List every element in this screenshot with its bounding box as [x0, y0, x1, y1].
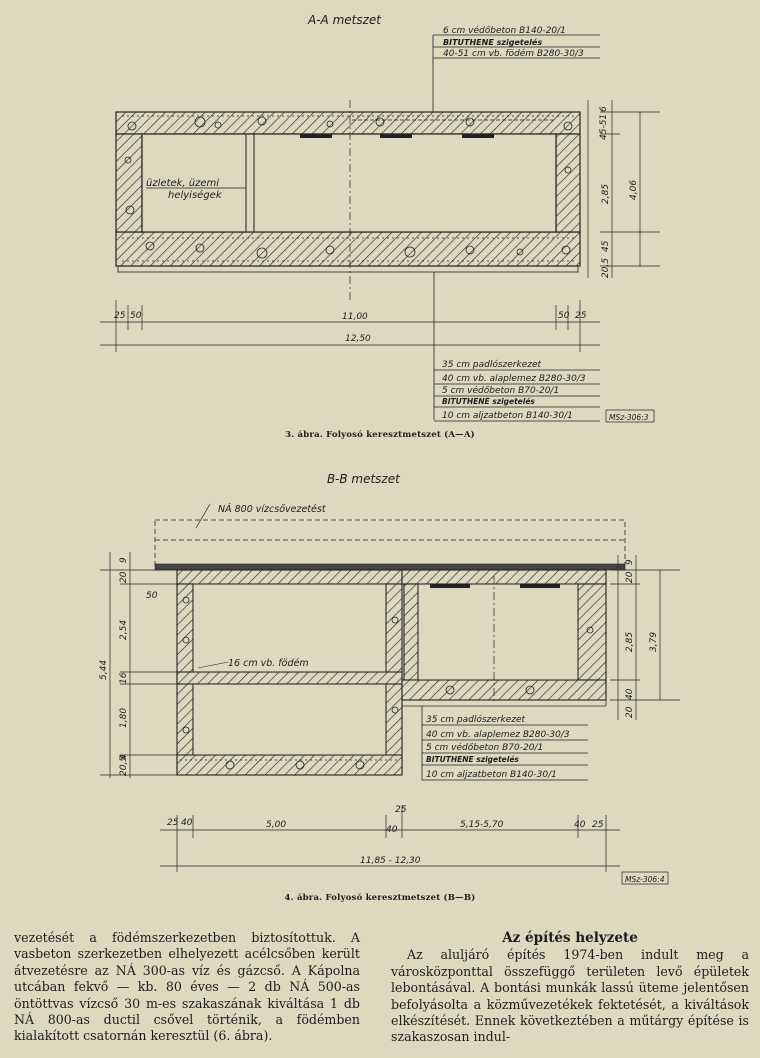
fig3-top-layer-1: 6 cm védőbeton B140-20/1: [443, 25, 566, 36]
figure-3-section-aa: A-A metszet 6 cm védőbeton B140-20/1 BIT…: [100, 13, 660, 423]
fig4-dim-right-6: 40: [625, 688, 635, 700]
fig4-bottom-layer-4: BITUTHENE szigetelés: [426, 755, 519, 764]
fig4-bottom-layer-5: 10 cm aljzatbeton B140-30/1: [426, 770, 557, 780]
fig4-dim-right-3: 2,85: [625, 632, 635, 652]
fig3-dim-small-right2: 25: [575, 311, 587, 321]
fig4-dim-right-2: 9: [625, 559, 635, 565]
fig4-bottom-layer-2: 40 cm vb. alaplemez B280-30/3: [426, 730, 570, 740]
fig3-left-wall: [115, 133, 143, 233]
technical-drawing: A-A metszet 6 cm védőbeton B140-20/1 BIT…: [99, 13, 680, 885]
fig4-dim-left-3: 50: [146, 591, 158, 601]
fig3-bottom-layer-4: BITUTHENE szigetelés: [442, 397, 535, 406]
fig4-dim-right-4: 3,79: [649, 632, 659, 652]
fig4-dim-left-8: 20,5: [119, 756, 129, 776]
fig4-dim-left-6: 5,44: [99, 660, 109, 680]
fig3-top-slab: [115, 111, 581, 135]
section-heading: Az építés helyzete: [502, 930, 638, 946]
fig4-bottom-layer-3: 5 cm védőbeton B70-20/1: [426, 742, 543, 753]
fig4-dim-left-2: 9: [119, 557, 129, 563]
fig3-dim-total: 12,50: [345, 334, 371, 344]
fig4-dim-left-7: 1,80: [119, 708, 129, 728]
fig4-dim-bottom-4: 40: [386, 825, 398, 835]
fig3-stamp: MSz-306:3: [609, 413, 649, 422]
fig3-dim-small-left2: 50: [130, 311, 142, 321]
figure-4-section-bb: B-B metszet NÁ 800 vízcsővezetést 16 cm …: [99, 472, 680, 885]
figure-3-caption: 3. ábra. Folyosó keresztmetszet (A—A): [285, 430, 475, 440]
right-column: Az építés helyzete Az aluljáró építés 19…: [391, 930, 749, 1046]
figure-4-caption: 4. ábra. Folyosó keresztmetszet (B—B): [284, 893, 476, 903]
fig4-title: B-B metszet: [327, 472, 401, 486]
fig4-dim-bottom-3: 5,00: [266, 820, 286, 830]
fig4-slab-label: 16 cm vb. födém: [228, 658, 309, 669]
fig3-top-layer-3: 40-51 cm vb. födém B280-30/3: [443, 48, 584, 59]
fig4-dim-left-1: 20: [119, 571, 129, 583]
fig3-top-layer-2: BITUTHENE szigetelés: [443, 37, 542, 47]
fig3-bottom-layer-1: 35 cm padlószerkezet: [442, 359, 541, 370]
fig3-dim-inner: 11,00: [342, 312, 368, 322]
fig4-stamp: MSz-306:4: [625, 875, 665, 884]
fig3-bottom-layer-3: 5 cm védőbeton B70-20/1: [442, 385, 559, 396]
fig3-dim-right-5: 20,5: [601, 258, 611, 278]
fig4-dim-left-9: 4: [119, 754, 129, 760]
fig4-dim-left-5: 16: [119, 672, 129, 684]
fig4-dim-right-1: 20: [625, 571, 635, 583]
fig3-dim-right-3: 2,85: [601, 184, 611, 204]
fig4-dim-bottom-1: 25: [167, 818, 179, 828]
fig3-room-label-2: helyiségek: [168, 189, 223, 201]
fig3-dim-right-1: 45-51: [599, 114, 609, 140]
fig3-dim-right-2: 6: [599, 106, 609, 112]
fig3-bottom-layer-2: 40 cm vb. alaplemez B280-30/3: [442, 374, 586, 384]
fig4-dim-total: 11,85 - 12,30: [360, 856, 421, 866]
fig4-dim-bottom-2: 40: [181, 818, 193, 828]
fig3-dim-small-left: 25: [114, 311, 126, 321]
left-column-paragraph: vezetését a födémszerkezetben biztosítot…: [14, 930, 360, 1044]
fig3-dim-right-6: 45: [601, 240, 611, 252]
fig4-bottom-layer-1: 35 cm padlószerkezet: [426, 714, 525, 725]
fig4-pipe-label: NÁ 800 vízcsővezetést: [218, 503, 327, 515]
fig3-right-wall: [555, 133, 581, 233]
fig4-dim-bottom-7: 25: [592, 820, 604, 830]
fig4-dim-top-small: 25: [395, 805, 407, 815]
fig3-room-label-1: üzletek, üzemi: [146, 178, 219, 189]
fig3-bottom-layer-5: 10 cm aljzatbeton B140-30/1: [442, 411, 573, 421]
fig3-title: A-A metszet: [307, 13, 382, 27]
fig4-dim-bottom-5: 5,15-5,70: [460, 820, 504, 830]
fig3-dim-small-right: 50: [558, 311, 570, 321]
fig4-dim-right-5: 20: [625, 706, 635, 718]
fig4-dim-left-4: 2,54: [119, 620, 129, 640]
fig3-dim-right-4: 4,06: [629, 180, 639, 200]
fig4-dim-bottom-6: 40: [574, 820, 586, 830]
right-column-paragraph: Az aluljáró építés 1974-ben indult meg a…: [391, 947, 749, 1045]
